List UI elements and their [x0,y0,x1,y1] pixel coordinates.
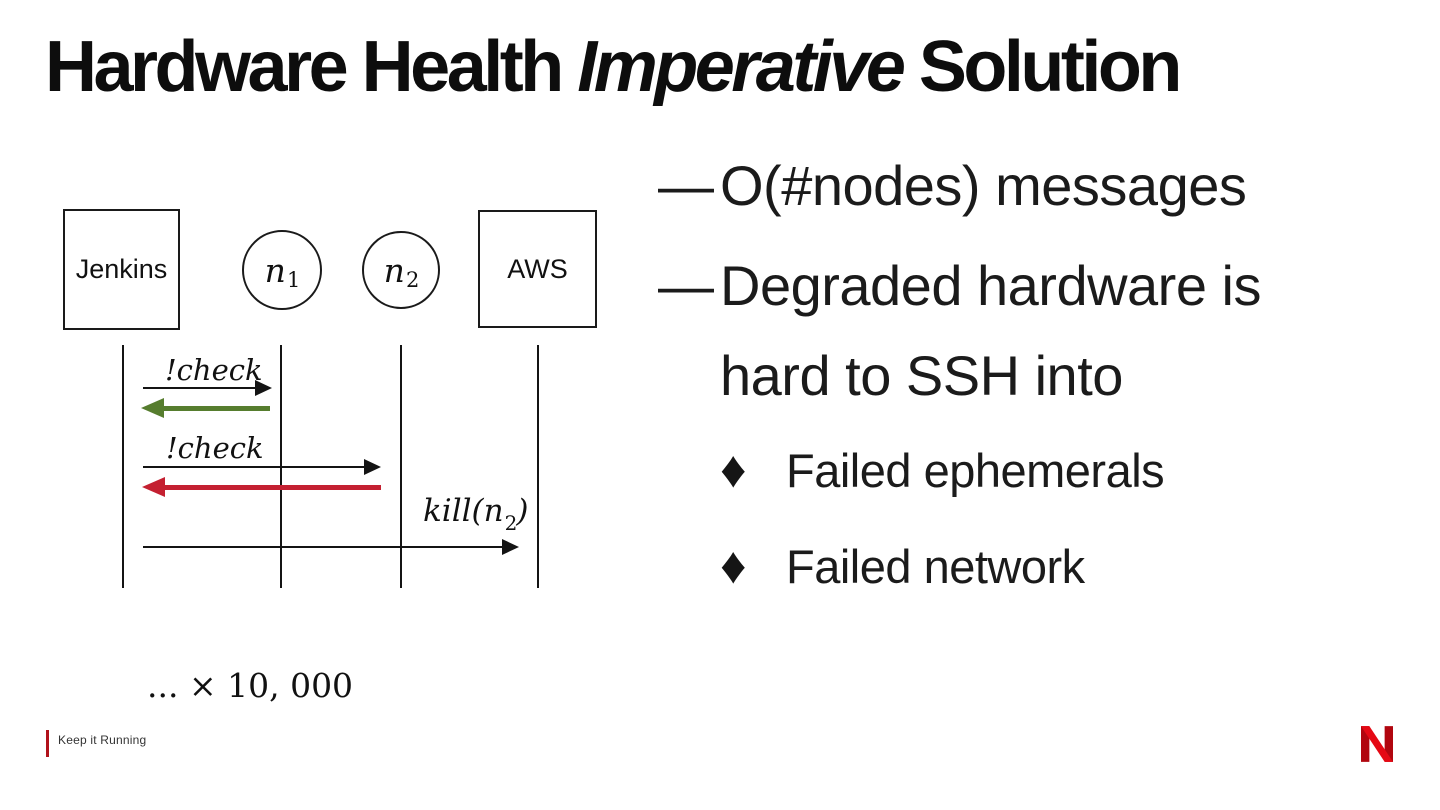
lifeline-n2 [400,345,402,588]
repetition-note: ... × 10, 000 [147,666,354,705]
actor-n1-subscript: 1 [286,268,301,292]
netflix-logo-icon [1361,726,1393,762]
lifeline-aws [537,345,539,588]
dash-bullet-icon: — [658,254,714,317]
bullet-list: — O(#nodes) messages — Degraded hardware… [658,0,1358,810]
arrow-reply-ok [163,406,270,411]
kill-label-suffix: ) [516,493,529,529]
bullet-text: Degraded hardware is [720,254,1261,317]
bullet-text: hard to SSH into [720,344,1123,407]
bullet-text: O(#nodes) messages [720,154,1247,217]
arrowhead-right-icon [255,380,272,396]
title-suffix: Solution [902,27,1182,107]
actor-n2-label: n [383,250,405,290]
footer-title: Keep it Running [58,733,147,747]
actor-jenkins-label: Jenkins [75,254,168,284]
actor-aws-box: AWS [478,210,597,328]
arrow-reply-fail [164,485,381,490]
dash-bullet-icon: — [658,154,714,217]
actor-n1-label: n [264,250,286,290]
bullet-text: Failed ephemerals [786,444,1165,497]
diamond-bullet-icon: ♦ [720,441,747,499]
message-label-check-n2: !check [166,431,264,465]
arrowhead-right-icon [502,539,519,555]
message-label-kill-n2: kill(n2) [423,493,529,534]
kill-label-prefix: kill(n [423,493,504,529]
arrowhead-right-icon [364,459,381,475]
arrowhead-left-green-icon [141,398,164,418]
arrow-check-n1 [143,387,257,389]
message-label-check-n1: !check [165,353,263,387]
arrow-check-n2 [143,466,366,468]
arrowhead-left-red-icon [142,477,165,497]
title-emphasis: Imperative [577,27,906,107]
actor-n2-subscript: 2 [405,268,420,292]
title-prefix: Hardware Health [45,27,578,107]
bullet-text: Failed network [786,540,1085,593]
footer-accent-bar [46,730,49,757]
actor-jenkins-box: Jenkins [63,209,180,330]
diamond-bullet-icon: ♦ [720,537,747,595]
kill-label-subscript: 2 [504,511,518,535]
actor-aws-label: AWS [507,253,568,284]
arrow-kill-aws [143,546,504,548]
slide-title: Hardware Health Imperative Solution [45,27,1182,107]
lifeline-jenkins [122,345,124,588]
